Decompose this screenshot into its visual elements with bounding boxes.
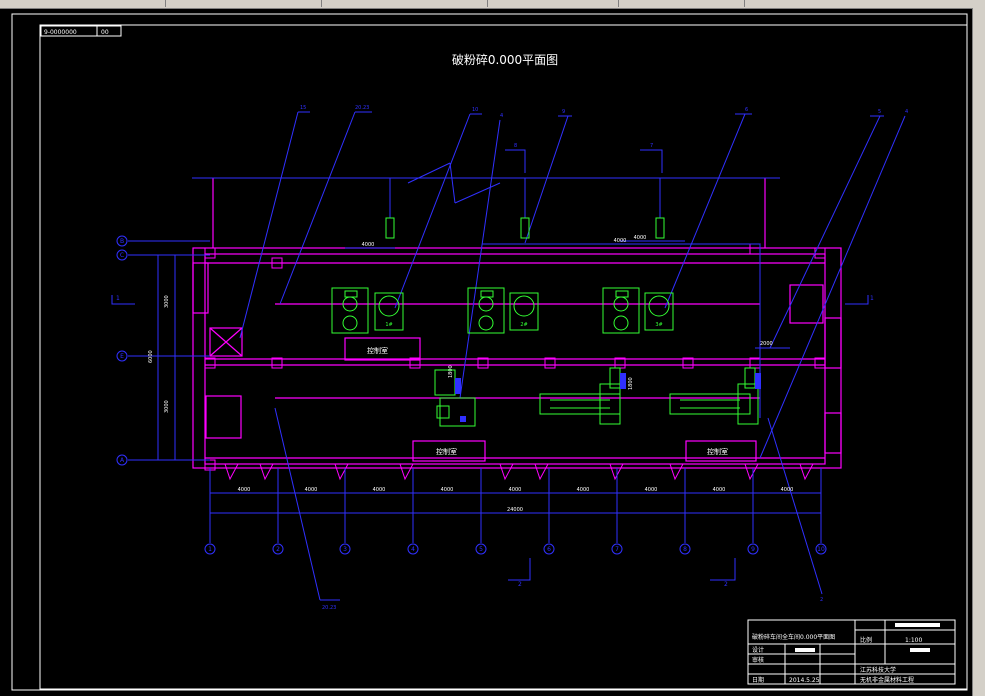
svg-text:10: 10 — [472, 107, 478, 113]
drawing-tag-right: 00 — [101, 29, 109, 36]
svg-text:3000: 3000 — [164, 295, 170, 308]
svg-text:控制室: 控制室 — [436, 447, 457, 456]
mill-equipment — [331, 217, 759, 427]
row-axis-labels: B C E A — [120, 238, 125, 464]
svg-text:4000: 4000 — [614, 238, 627, 244]
section-marks: 1 1 2 2 — [116, 295, 874, 588]
svg-text:4000: 4000 — [781, 487, 794, 493]
svg-text:4000: 4000 — [509, 487, 522, 493]
svg-text:3000: 3000 — [164, 400, 170, 413]
svg-text:6: 6 — [745, 107, 748, 113]
svg-text:1: 1 — [870, 295, 874, 302]
svg-text:4: 4 — [411, 546, 415, 553]
designer-label: 设计 — [752, 646, 764, 654]
scale-value: 1:100 — [905, 637, 922, 644]
svg-text:20.23: 20.23 — [355, 105, 369, 111]
leader-labels: 15 20.23 10 4 9 8 7 6 5 4 20.23 2 — [300, 105, 908, 611]
drawing-tag-left: 9-0000000 — [44, 29, 77, 36]
svg-text:1: 1 — [116, 295, 120, 302]
svg-text:8: 8 — [683, 546, 687, 553]
toolbar-segment[interactable] — [166, 0, 322, 7]
svg-text:2: 2 — [276, 546, 280, 553]
school-name: 江苏科技大学 — [860, 666, 896, 674]
svg-text:3#: 3# — [655, 322, 662, 328]
building-walls — [192, 178, 842, 469]
svg-text:7: 7 — [650, 143, 653, 149]
svg-text:10: 10 — [817, 546, 825, 553]
svg-text:6000: 6000 — [148, 350, 154, 363]
svg-text:4000: 4000 — [238, 487, 251, 493]
checker-label: 审核 — [752, 656, 764, 664]
department-name: 无机非金属材料工程 — [860, 676, 914, 684]
window-toolbar — [0, 0, 985, 9]
cad-drawing-canvas[interactable]: 9-0000000 00 破粉碎0.000平面图 — [0, 8, 972, 696]
svg-text:3: 3 — [343, 546, 347, 553]
svg-text:4000: 4000 — [577, 487, 590, 493]
columns — [204, 243, 826, 471]
svg-text:8: 8 — [514, 143, 517, 149]
svg-text:6: 6 — [547, 546, 551, 553]
svg-text:2000: 2000 — [760, 341, 773, 347]
row-axis-bubbles — [116, 235, 128, 466]
svg-text:5: 5 — [479, 546, 483, 553]
scale-label: 比例 — [860, 636, 872, 644]
svg-text:15: 15 — [300, 105, 306, 111]
svg-text:C: C — [120, 252, 124, 259]
svg-text:4000: 4000 — [645, 487, 658, 493]
date-label: 日期 — [752, 676, 764, 684]
room-labels: 控制室 控制室 控制室 — [367, 346, 728, 456]
svg-text:1800: 1800 — [448, 365, 454, 378]
svg-text:B: B — [120, 238, 124, 245]
svg-text:9: 9 — [751, 546, 755, 553]
title-block-fill-marks — [795, 623, 940, 652]
col-axis-labels: 1 2 3 4 5 6 7 8 9 10 — [208, 546, 825, 553]
svg-text:4000: 4000 — [362, 242, 375, 248]
svg-text:控制室: 控制室 — [707, 447, 728, 456]
side-dimensions: 3000 3000 6000 2000 1800 1800 — [148, 295, 773, 413]
total-dimension: 24000 — [507, 507, 523, 513]
svg-text:7: 7 — [615, 546, 619, 553]
toolbar-segment[interactable] — [488, 0, 619, 7]
drawing-tag-box — [40, 25, 122, 37]
top-dimensions: 4000 4000 4000 — [362, 235, 647, 248]
wall-pilasters — [224, 463, 814, 481]
svg-text:A: A — [120, 457, 125, 464]
svg-text:1: 1 — [208, 546, 212, 553]
title-block-text: 破粉碎车间全车间0.000平面图 比例 1:100 设计 审核 日期 2014.… — [752, 633, 922, 684]
svg-text:4000: 4000 — [441, 487, 454, 493]
leader-lines — [111, 111, 906, 601]
svg-text:4: 4 — [905, 109, 908, 115]
svg-text:控制室: 控制室 — [367, 346, 388, 355]
svg-text:5: 5 — [878, 109, 881, 115]
svg-text:4000: 4000 — [305, 487, 318, 493]
svg-text:2: 2 — [518, 581, 522, 588]
svg-text:20.23: 20.23 — [322, 605, 336, 611]
outer-border — [11, 13, 968, 691]
svg-text:1800: 1800 — [628, 377, 634, 390]
svg-text:9: 9 — [562, 109, 565, 115]
col-axis-bubbles — [204, 543, 827, 555]
svg-text:4000: 4000 — [373, 487, 386, 493]
svg-text:4: 4 — [500, 113, 503, 119]
bottom-dimensions: 4000 4000 4000 4000 4000 4000 4000 4000 … — [238, 487, 794, 513]
title-block-name: 破粉碎车间全车间0.000平面图 — [752, 633, 835, 641]
svg-text:4000: 4000 — [634, 235, 647, 241]
drawing-frame — [39, 24, 968, 690]
mill-numbers: 1# 2# 3# — [385, 322, 662, 328]
toolbar-segment[interactable] — [0, 0, 166, 7]
title-block — [747, 619, 956, 685]
date-value: 2014.5.25 — [789, 677, 820, 684]
svg-text:2: 2 — [820, 597, 823, 603]
toolbar-segment[interactable] — [322, 0, 488, 7]
vertical-scrollbar[interactable] — [972, 8, 985, 696]
svg-text:E: E — [120, 353, 124, 360]
svg-text:4000: 4000 — [713, 487, 726, 493]
svg-text:2#: 2# — [520, 322, 527, 328]
svg-text:2: 2 — [724, 581, 728, 588]
conveyor-markers — [455, 373, 761, 422]
svg-text:1#: 1# — [385, 322, 392, 328]
toolbar-segment[interactable] — [619, 0, 745, 7]
drawing-title: 破粉碎0.000平面图 — [452, 52, 558, 67]
